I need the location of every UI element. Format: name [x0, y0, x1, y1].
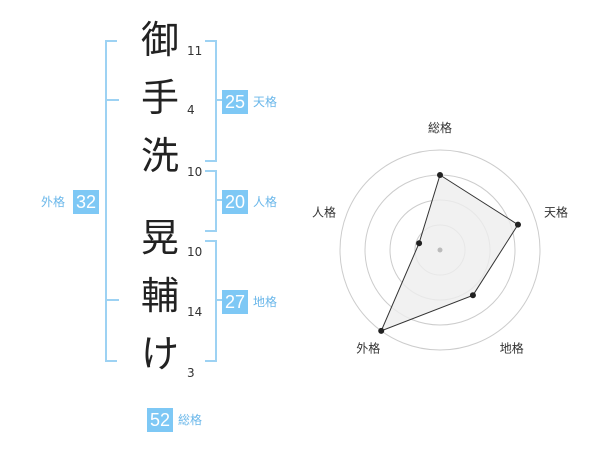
jinkaku-bracket	[205, 170, 217, 232]
stroke-count-4: 10	[187, 245, 203, 259]
name-char-3: 洗	[140, 134, 179, 178]
tenkaku-bracket	[205, 40, 217, 162]
tenkaku-bracket-tick	[215, 99, 222, 101]
soukaku-label: 総格	[178, 413, 203, 427]
stroke-count-2: 4	[187, 103, 195, 117]
chikaku-bracket-tick	[215, 299, 222, 301]
name-char-4: 晃	[140, 216, 179, 260]
outer-bracket-tick	[105, 99, 119, 101]
radar-axis-label: 地格	[500, 341, 524, 356]
radar-ring	[339, 149, 541, 351]
name-char-1: 御	[140, 18, 179, 62]
radar-axis-label: 外格	[356, 341, 380, 356]
name-char-5: 輔	[140, 274, 179, 318]
chikaku-score: 27	[222, 290, 248, 314]
gaikaku-label: 外格	[41, 195, 66, 209]
radar-axis-label: 人格	[312, 204, 336, 219]
radar-center-dot	[437, 247, 443, 253]
jinkaku-bracket-tick	[215, 199, 222, 201]
radar-point-1	[437, 172, 443, 178]
radar-point-2	[514, 221, 521, 228]
tenkaku-label: 天格	[253, 95, 278, 109]
jinkaku-label: 人格	[253, 195, 278, 209]
jinkaku-score: 20	[222, 190, 248, 214]
stroke-count-1: 11	[187, 44, 203, 58]
radar-axis-label: 天格	[544, 204, 568, 219]
chikaku-label: 地格	[253, 295, 278, 309]
stroke-count-3: 10	[187, 165, 203, 179]
soukaku-score: 52	[147, 408, 173, 432]
gaikaku-score: 32	[73, 190, 99, 214]
outer-bracket-tick	[105, 299, 119, 301]
outer-bracket	[105, 40, 117, 362]
radar-polygon	[380, 174, 519, 332]
radar-point-4	[378, 327, 385, 334]
stroke-count-6: 3	[187, 366, 195, 380]
radar-point-3	[469, 292, 476, 299]
name-char-6: け	[140, 332, 179, 376]
radar-point-5	[416, 240, 423, 247]
name-char-2: 手	[140, 76, 179, 120]
radar-axis-label: 総格	[428, 120, 452, 135]
chikaku-bracket	[205, 240, 217, 362]
tenkaku-score: 25	[222, 90, 248, 114]
stroke-count-5: 14	[187, 305, 203, 319]
